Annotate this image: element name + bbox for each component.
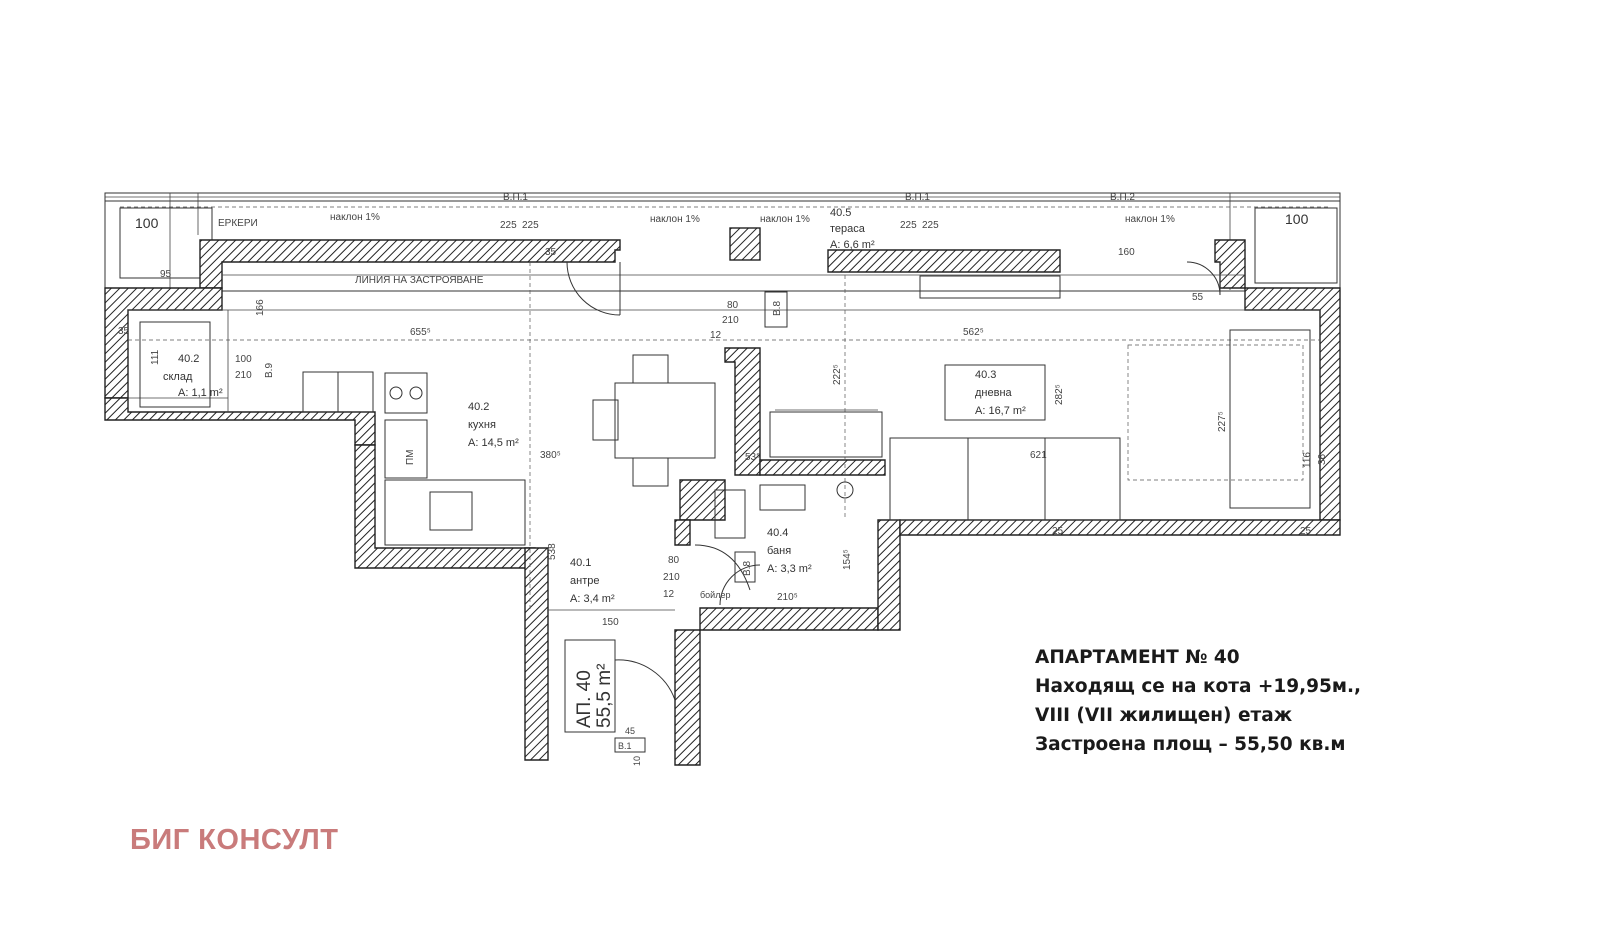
dim-10: 10 <box>632 756 642 766</box>
exterior-walls <box>104 227 1341 766</box>
apartment-level: Находящ се на кота +19,95м., <box>1035 676 1362 697</box>
dim-55: 55 <box>1192 292 1204 303</box>
dim-111: 111 <box>150 349 161 365</box>
bath-area: A: 3,3 m² <box>767 563 812 575</box>
dim-12-top: 12 <box>710 330 722 341</box>
dim-562: 562⁵ <box>963 327 984 338</box>
dim-35-left: 35 <box>118 326 130 337</box>
terrace-area: A: 6,6 m² <box>830 239 875 251</box>
dim-538: 538 <box>547 543 558 560</box>
dim-35-top: 35 <box>545 247 557 258</box>
dim-53: 53⁵ <box>745 452 760 463</box>
opening-tags: 80 210 12 В.8 53⁵ <box>710 291 788 463</box>
slope-label-c: наклон 1% <box>760 214 810 225</box>
apartment-number-label: АП. 40 <box>574 670 595 728</box>
dim-621: 621 <box>1030 450 1047 461</box>
dim-160: 160 <box>1118 247 1135 258</box>
hall-area: A: 3,4 m² <box>570 593 615 605</box>
erker-label: ЕРКЕРИ <box>218 218 258 229</box>
slope-label-d: наклон 1% <box>1125 214 1175 225</box>
hall-number: 40.1 <box>570 557 591 569</box>
storage-number: 40.2 <box>178 353 199 365</box>
bp1-label-b: В.П.1 <box>905 192 930 203</box>
dim-25-a: 25 <box>1052 526 1064 537</box>
company-watermark: БИГ КОНСУЛТ <box>130 824 339 856</box>
dim-210-storage: 210 <box>235 370 252 381</box>
dim-100-right: 100 <box>1285 211 1309 227</box>
dim-100-storage: 100 <box>235 354 252 365</box>
dim-166: 166 <box>255 299 266 316</box>
dim-282: 282⁵ <box>1054 384 1065 405</box>
dim-116: 116 <box>1302 452 1313 468</box>
hall-name: антре <box>570 575 599 587</box>
window-b9: В.9 <box>264 363 275 378</box>
bath-name: баня <box>767 545 791 557</box>
dim-655: 655⁵ <box>410 327 431 338</box>
room-hall: 40.1 антре A: 3,4 m² 150 538 80 210 12 А… <box>547 543 680 766</box>
window-b8-top: В.8 <box>772 301 783 316</box>
room-storage: 40.2 склад A: 1,1 m² 100 210 111 166 В.9… <box>118 299 275 399</box>
kitchen-name: кухня <box>468 419 496 431</box>
dim-225-b: 225 <box>522 220 539 231</box>
dim-154: 154⁵ <box>842 549 853 570</box>
interior-lines <box>128 262 1320 611</box>
dim-100-left: 100 <box>135 215 159 231</box>
apartment-built-area: Застроена площ – 55,50 кв.м <box>1035 734 1346 755</box>
dim-25-b: 25 <box>1300 526 1312 537</box>
dim-95: 95 <box>160 269 172 280</box>
door-b1: В.1 <box>618 741 632 751</box>
dim-380: 380⁵ <box>540 450 561 461</box>
dim-80-top: 80 <box>727 300 739 311</box>
room-living: 40.3 дневна A: 16,7 m² 562⁵ 621 222⁵ 282… <box>832 327 1328 537</box>
storage-name: склад <box>163 371 193 383</box>
bp2-label: В.П.2 <box>1110 192 1135 203</box>
slope-label-b: наклон 1% <box>650 214 700 225</box>
dim-225-a: 225 <box>500 220 517 231</box>
bp1-label-a: В.П.1 <box>503 192 528 203</box>
storage-area: A: 1,1 m² <box>178 387 223 399</box>
roof-eave-band <box>104 192 1341 292</box>
kitchen-number: 40.2 <box>468 401 489 413</box>
dim-12-hall: 12 <box>663 589 675 600</box>
living-name: дневна <box>975 387 1013 399</box>
bath-number: 40.4 <box>767 527 788 539</box>
boiler-label: бойлер <box>700 590 730 600</box>
dim-150: 150 <box>602 617 619 628</box>
kitchen-area: A: 14,5 m² <box>468 437 519 449</box>
dim-210-hall: 210 <box>663 572 680 583</box>
building-line-label: ЛИНИЯ НА ЗАСТРОЯВАНЕ <box>355 275 484 286</box>
terrace-name: тераса <box>830 223 866 235</box>
living-number: 40.3 <box>975 369 996 381</box>
room-kitchen: 40.2 кухня A: 14,5 m² 655⁵ 380⁵ ПМ <box>405 327 561 465</box>
living-area: A: 16,7 m² <box>975 405 1026 417</box>
dim-225-c: 225 <box>900 220 917 231</box>
furniture <box>139 275 1311 591</box>
apartment-title: АПАРТАМЕНТ № 40 <box>1035 647 1240 668</box>
room-terrace: 40.5 тераса A: 6,6 m² <box>830 207 875 251</box>
apartment-area-label: 55,5 m² <box>594 664 615 728</box>
dim-80-hall: 80 <box>668 555 680 566</box>
dim-227: 227⁵ <box>1217 411 1228 432</box>
window-b8-bath: В.8 <box>742 561 753 576</box>
slope-label-a: наклон 1% <box>330 212 380 223</box>
terrace-number: 40.5 <box>830 207 851 219</box>
dim-225-d: 225 <box>922 220 939 231</box>
dim-45: 45 <box>625 726 635 736</box>
eave-labels: В.П.1 В.П.1 В.П.2 ЕРКЕРИ наклон 1% накло… <box>135 192 1309 303</box>
apartment-info-block: АПАРТАМЕНТ № 40 Находящ се на кота +19,9… <box>1035 643 1361 759</box>
door-swings <box>566 261 1221 701</box>
apartment-floor: VIII (VII жилищен) етаж <box>1035 705 1293 726</box>
room-bathroom: 40.4 баня A: 3,3 m² 154⁵ 210⁵ бойлер В.8 <box>700 527 853 603</box>
dim-222: 222⁵ <box>832 364 843 385</box>
dim-210-top: 210 <box>722 315 739 326</box>
pm-label: ПМ <box>405 449 416 465</box>
dim-36: 36 <box>1317 453 1328 465</box>
dim-210-bath: 210⁵ <box>777 592 798 603</box>
